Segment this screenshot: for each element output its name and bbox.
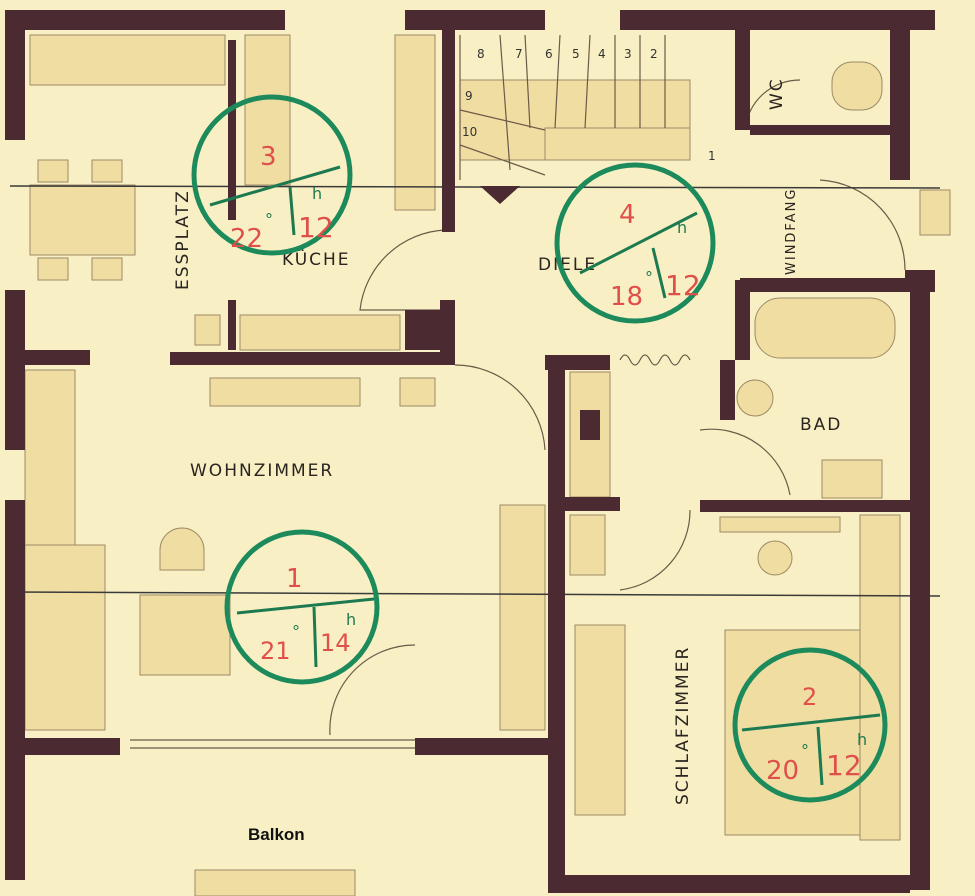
marker-ring bbox=[224, 529, 380, 685]
room-label-bad: BAD bbox=[800, 415, 842, 435]
marker-room-number: 1 bbox=[286, 564, 303, 594]
marker-hours-unit: h bbox=[857, 730, 867, 749]
stair-step-3: 3 bbox=[624, 47, 632, 61]
marker-room-number: 4 bbox=[619, 200, 636, 230]
room-label-wohnzimmer: WOHNZIMMER bbox=[190, 461, 334, 481]
marker-hours: 12 bbox=[665, 269, 701, 302]
marker-temp-unit: ° bbox=[292, 622, 300, 641]
furniture bbox=[24, 34, 951, 896]
marker-room-number: 3 bbox=[260, 142, 277, 172]
stair-step-6: 6 bbox=[545, 47, 553, 61]
marker-hours: 12 bbox=[298, 211, 334, 244]
heating-marker-room-2: 2 20 ° 12 h bbox=[732, 647, 888, 803]
marker-temp-unit: ° bbox=[645, 268, 653, 287]
room-label-diele: DIELE bbox=[538, 255, 597, 275]
stair-step-8: 8 bbox=[477, 47, 485, 61]
marker-ring bbox=[191, 94, 353, 256]
room-label-schlafzimmer: SCHLAFZIMMER bbox=[673, 646, 693, 805]
room-label-windfang: WINDFANG bbox=[784, 188, 799, 275]
walls bbox=[5, 10, 935, 893]
marker-hours-unit: h bbox=[346, 610, 356, 629]
stair-step-1: 1 bbox=[708, 149, 716, 163]
heating-marker-room-4: 4 18 ° 12 h bbox=[554, 162, 716, 324]
marker-hours: 12 bbox=[826, 749, 862, 782]
room-label-essplatz: ESSPLATZ bbox=[173, 189, 193, 290]
marker-temp-unit: ° bbox=[265, 210, 273, 229]
stair-step-2: 2 bbox=[650, 47, 658, 61]
staircase: 8 7 6 5 4 3 2 9 10 1 bbox=[459, 34, 716, 180]
marker-hours: 14 bbox=[320, 629, 351, 657]
stair-step-9: 9 bbox=[465, 89, 473, 103]
marker-temperature: 22 bbox=[230, 224, 263, 254]
heating-marker-room-1: 1 21 ° 14 h bbox=[224, 529, 380, 685]
marker-room-number: 2 bbox=[802, 683, 817, 711]
stair-step-5: 5 bbox=[572, 47, 580, 61]
stair-step-7: 7 bbox=[515, 47, 523, 61]
stair-step-4: 4 bbox=[598, 47, 606, 61]
marker-temperature: 20 bbox=[766, 756, 799, 786]
door-swings bbox=[9, 79, 941, 749]
stair-step-10: 10 bbox=[462, 125, 477, 139]
marker-temperature: 21 bbox=[260, 637, 291, 665]
marker-ring bbox=[732, 647, 888, 803]
marker-hours-unit: h bbox=[677, 218, 687, 237]
room-label-kueche: KÜCHE bbox=[282, 248, 351, 270]
marker-temp-unit: ° bbox=[801, 741, 809, 760]
marker-hours-unit: h bbox=[312, 184, 322, 203]
room-label-wc: WC bbox=[767, 77, 787, 110]
marker-temperature: 18 bbox=[610, 282, 643, 312]
marker-ring bbox=[554, 162, 716, 324]
heating-marker-room-3: 3 22 ° 12 h bbox=[191, 94, 353, 256]
balcony-label: Balkon bbox=[248, 825, 305, 844]
